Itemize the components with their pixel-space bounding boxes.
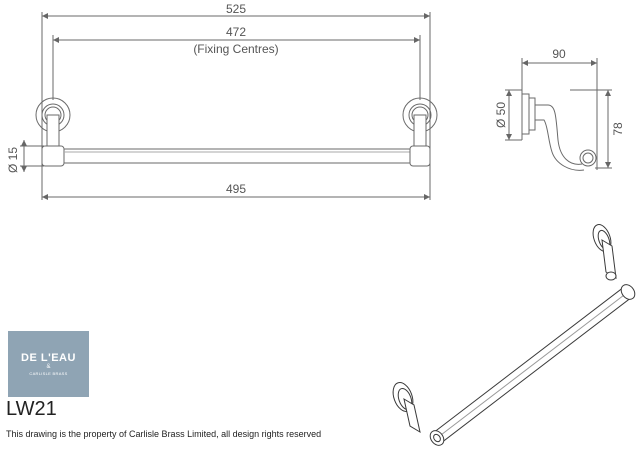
isometric-view bbox=[392, 224, 636, 446]
right-rose bbox=[402, 97, 438, 148]
height-label: 78 bbox=[611, 122, 625, 136]
left-rose bbox=[35, 97, 71, 148]
bar-diameter-label: Ø 15 bbox=[6, 147, 20, 173]
overall-length-label: 525 bbox=[226, 2, 246, 16]
product-code: LW21 bbox=[6, 398, 57, 420]
copyright-notice: This drawing is the property of Carlisle… bbox=[6, 429, 322, 439]
towel-bar bbox=[41, 145, 431, 167]
logo-sub-text: CARLISLE BRASS bbox=[29, 371, 68, 376]
brand-logo: DE L'EAU & CARLISLE BRASS bbox=[8, 331, 89, 397]
logo-brand-text: DE L'EAU bbox=[21, 352, 76, 364]
side-elevation bbox=[505, 58, 612, 171]
logo-ampersand: & bbox=[46, 364, 51, 370]
front-elevation bbox=[20, 12, 438, 200]
fixing-centres-label: 472 bbox=[226, 25, 246, 39]
projection-label: 90 bbox=[552, 47, 566, 61]
fixing-centres-note: (Fixing Centres) bbox=[193, 42, 278, 56]
rose-diameter-label: Ø 50 bbox=[494, 102, 508, 128]
bar-length-label: 495 bbox=[226, 182, 246, 196]
